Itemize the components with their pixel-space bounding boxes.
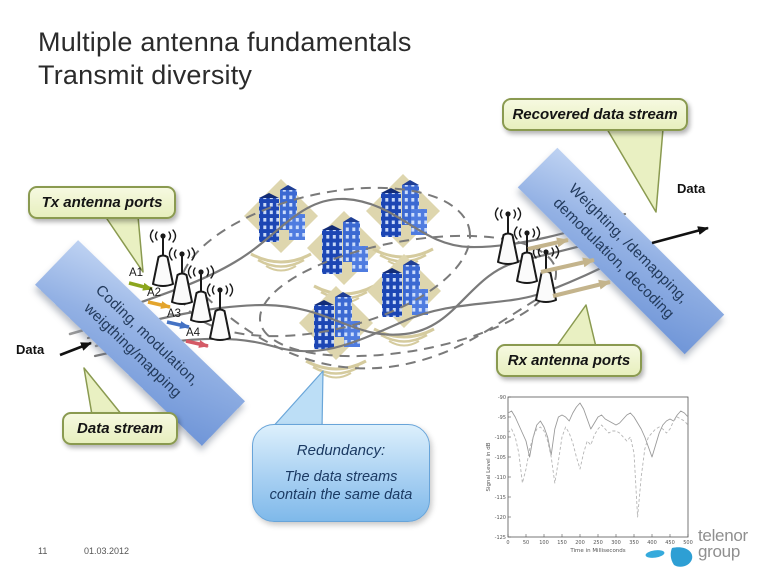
antenna-port-label-a2: A2 <box>147 287 162 299</box>
tx-antenna-icon-3 <box>187 265 215 323</box>
svg-text:-115: -115 <box>495 495 506 501</box>
telenor-logo-text: telenor group <box>698 526 748 562</box>
svg-text:250: 250 <box>593 540 603 546</box>
rx-antenna-ports-label: Rx antenna ports <box>507 352 631 369</box>
page-number: 11 <box>38 546 48 556</box>
svg-text:500: 500 <box>683 540 693 546</box>
svg-text:450: 450 <box>665 540 675 546</box>
svg-text:0: 0 <box>506 540 509 546</box>
svg-text:-120: -120 <box>495 515 506 521</box>
rx-banner-line1: Weighting, /demapping, <box>565 180 692 307</box>
building-icon <box>297 284 375 379</box>
data-in-label: Data <box>16 342 45 357</box>
telenor-logo-icon <box>645 547 693 567</box>
svg-text:-90: -90 <box>498 395 506 401</box>
rx-antenna-icon-3 <box>532 245 560 303</box>
tx-callout-tail <box>104 215 144 273</box>
fading-chart: 0 50 100 150 200 250 300 350 400 450 500 -90 -95 -100… <box>486 395 693 554</box>
rx-stream-arrow-3 <box>552 279 611 298</box>
tx-antenna-icon-1 <box>149 229 177 287</box>
antenna-port-label-a4: A4 <box>186 327 201 339</box>
rx-banner-line2: demodulation, decoding <box>549 194 678 323</box>
recovered-callout-tail <box>606 128 664 213</box>
building-icon <box>365 252 443 347</box>
bubble-body: The data streams contain the same data <box>269 468 413 503</box>
title-line2: Transmit diversity <box>38 59 253 90</box>
bubble-heading: Redundancy: <box>296 441 386 459</box>
tx-antenna-ports-label: Tx antenna ports <box>41 194 163 211</box>
data-out-label: Data <box>677 181 706 196</box>
data-stream-label: Data stream <box>77 420 163 437</box>
rx-antenna-icon-1 <box>494 207 522 265</box>
building-icon <box>305 209 383 304</box>
redundancy-bubble: Redundancy: The data streams contain the… <box>252 424 430 522</box>
svg-text:-125: -125 <box>495 535 506 541</box>
multipath-loop-1 <box>178 186 472 338</box>
svg-text:-95: -95 <box>498 415 506 421</box>
rx-callout-tail <box>555 304 597 348</box>
data-stream-callout: Data stream <box>62 412 178 445</box>
a2-arrow <box>147 300 171 309</box>
tx-antenna-icon-4 <box>206 283 234 341</box>
svg-text:Time in Milliseconds: Time in Milliseconds <box>569 548 625 554</box>
data-in-arrow <box>59 341 92 357</box>
a4-arrow <box>185 339 209 348</box>
svg-text:-110: -110 <box>495 475 506 481</box>
rx-processing-banner: Weighting, /demapping, demodulation, dec… <box>517 147 725 355</box>
svg-text:200: 200 <box>575 540 585 546</box>
recovered-data-stream-label: Recovered data stream <box>512 106 678 123</box>
logo-line1: telenor <box>698 526 748 545</box>
tx-antenna-ports-callout: Tx antenna ports <box>28 186 176 219</box>
antenna-port-label-a1: A1 <box>129 267 144 279</box>
rx-stream-arrow-1 <box>527 237 569 251</box>
svg-text:350: 350 <box>629 540 639 546</box>
title-line1: Multiple antenna fundamentals <box>38 27 412 57</box>
svg-text:-100: -100 <box>495 435 506 441</box>
rx-stream-arrow-2 <box>540 257 595 274</box>
tx-antenna-icon-2 <box>168 247 196 305</box>
rx-antenna-ports-callout: Rx antenna ports <box>496 344 642 377</box>
svg-text:Signal Level in dB: Signal Level in dB <box>486 442 492 491</box>
slide-date: 01.03.2012 <box>84 546 130 556</box>
logo-line2: group <box>698 542 740 562</box>
building-icon <box>364 172 442 267</box>
building-icon <box>242 177 320 272</box>
svg-text:150: 150 <box>557 540 567 546</box>
data-out-arrow <box>651 226 709 245</box>
svg-text:100: 100 <box>539 540 549 546</box>
slide-title: Multiple antenna fundamentals Transmit d… <box>38 26 412 92</box>
svg-text:-105: -105 <box>495 455 506 461</box>
rx-antenna-icon-2 <box>513 226 541 284</box>
svg-text:300: 300 <box>611 540 621 546</box>
svg-text:50: 50 <box>523 540 529 546</box>
recovered-data-stream-callout: Recovered data stream <box>502 98 688 131</box>
propagation-path-2 <box>86 229 632 340</box>
antenna-port-label-a3: A3 <box>167 308 182 320</box>
bubble-tail <box>269 370 324 431</box>
svg-text:400: 400 <box>647 540 657 546</box>
data-stream-callout-tail <box>83 367 123 416</box>
